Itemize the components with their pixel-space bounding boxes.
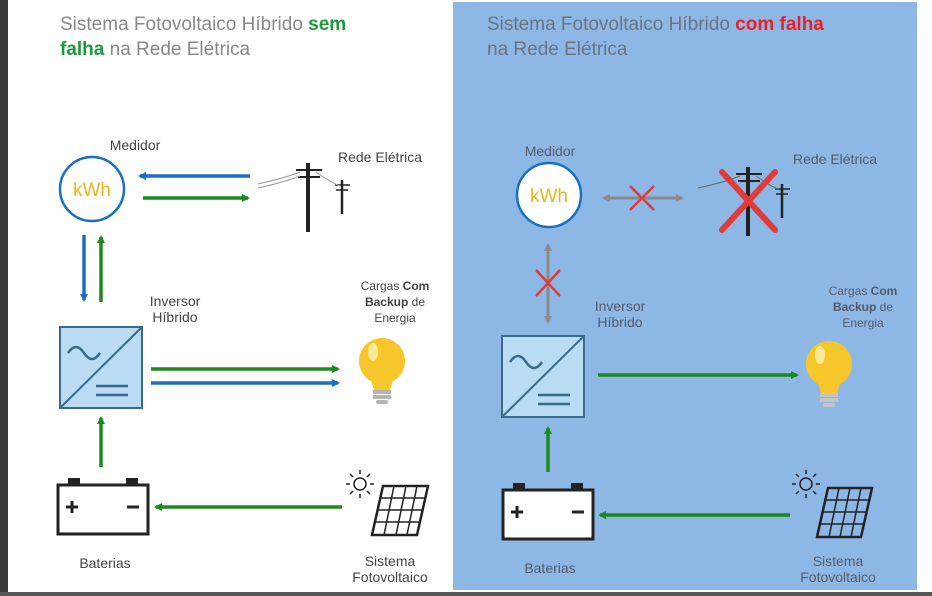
left-title: Sistema Fotovoltaico Híbrido sem falha n…	[60, 12, 440, 62]
right-hybrid-inverter-icon	[501, 335, 585, 418]
left-pv-label: Sistema Fotovoltaico	[335, 553, 445, 585]
left-grid-label: Rede Elétrica	[337, 149, 423, 165]
left-loads-label-2: de	[408, 295, 426, 309]
right-kwh-text: kWh	[530, 186, 568, 207]
left-loads-label-1b: Com	[402, 279, 430, 293]
right-pv-label-1: Sistema	[812, 553, 864, 569]
left-loads-label-1: Cargas	[360, 279, 403, 293]
right-kwh-meter-icon: kWh	[515, 161, 583, 229]
left-solar-panel-icon	[370, 484, 430, 537]
left-title-em2: falha	[60, 39, 105, 60]
right-loads-label-2b: Backup	[832, 300, 877, 314]
right-inverter-label-2: Híbrido	[597, 314, 643, 330]
left-title-em: sem	[308, 14, 347, 35]
left-light-bulb-icon	[359, 338, 405, 404]
right-light-bulb-icon	[806, 341, 852, 407]
right-loads-label: Cargas Com Backup de Energia	[808, 283, 918, 331]
left-loads-label: Cargas Com Backup de Energia	[340, 278, 450, 326]
right-meter-grid-disconnected-x-icon	[629, 185, 655, 211]
right-sun-icon	[792, 470, 820, 498]
right-loads-label-1: Cargas	[828, 284, 871, 298]
left-inverter-label-1: Inversor	[149, 293, 201, 309]
left-loads-label-2b: Backup	[364, 295, 409, 309]
left-inverter-label: Inversor Híbrido	[130, 293, 220, 325]
right-grid-failure-x-icon	[719, 169, 778, 233]
right-loads-label-2: de	[876, 300, 894, 314]
right-battery-icon	[501, 483, 595, 541]
window-frame-left	[0, 0, 8, 596]
left-kwh-text: kWh	[73, 180, 111, 201]
left-battery-icon	[56, 478, 150, 536]
left-kwh-meter-icon: kWh	[58, 155, 126, 223]
right-utility-pole-icon	[697, 167, 790, 236]
left-battery-label: Baterias	[79, 555, 131, 571]
right-inverter-label-1: Inversor	[594, 298, 646, 314]
right-solar-panel-icon	[815, 486, 874, 539]
right-meter-label: Medidor	[524, 143, 576, 159]
left-inverter-label-2: Híbrido	[152, 309, 198, 325]
right-loads-label-1b: Com	[870, 284, 898, 298]
right-loads-label-3: Energia	[842, 316, 884, 330]
right-title: Sistema Fotovoltaico Híbrido com falha n…	[487, 12, 907, 62]
right-meter-inverter-disconnected-x-icon	[535, 269, 561, 297]
left-utility-pole-icon	[257, 163, 350, 232]
left-title-text: Sistema Fotovoltaico Híbrido	[60, 14, 309, 35]
right-grid-label: Rede Elétrica	[792, 151, 878, 167]
right-pv-label: Sistema Fotovoltaico	[783, 553, 893, 585]
left-sun-icon	[346, 470, 374, 498]
right-title-text2: na Rede Elétrica	[487, 39, 628, 60]
left-loads-label-3: Energia	[374, 311, 416, 325]
left-pv-label-1: Sistema	[364, 553, 416, 569]
right-title-text: Sistema Fotovoltaico Híbrido	[487, 14, 736, 35]
window-frame-bottom	[0, 592, 932, 596]
left-title-text2: na Rede Elétrica	[104, 39, 251, 60]
right-battery-label: Baterias	[524, 560, 576, 576]
right-title-em: com falha	[735, 14, 824, 35]
left-meter-label: Medidor	[109, 137, 161, 153]
left-pv-label-2: Fotovoltaico	[352, 569, 428, 585]
left-hybrid-inverter-icon	[59, 326, 143, 409]
right-inverter-label: Inversor Híbrido	[575, 298, 665, 330]
right-pv-label-2: Fotovoltaico	[800, 569, 876, 585]
